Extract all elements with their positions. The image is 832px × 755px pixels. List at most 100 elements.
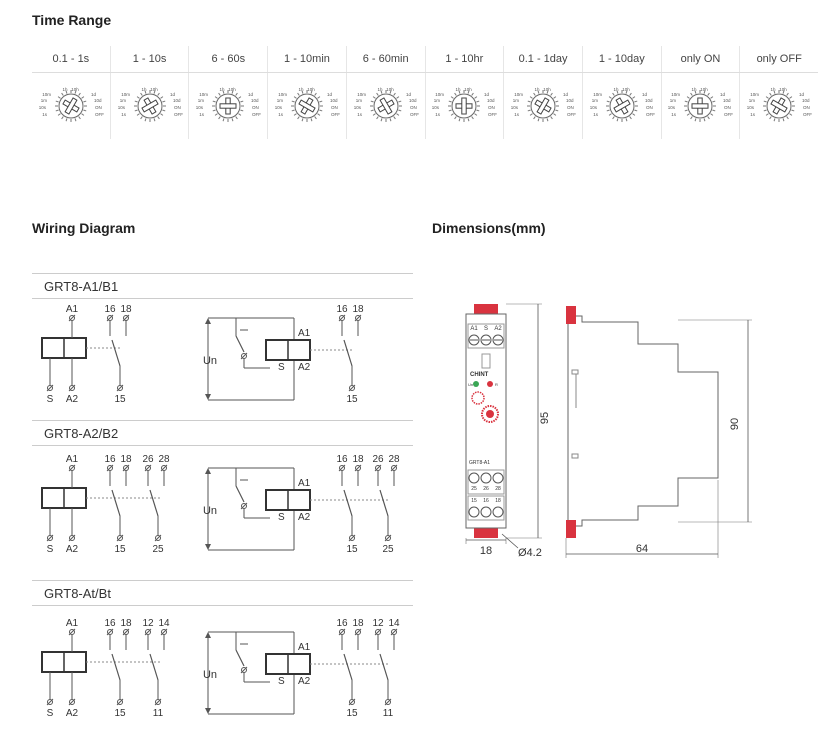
dial-tick [769, 116, 772, 120]
dial-tick [370, 100, 374, 103]
led-label-un: Un [468, 382, 473, 387]
dial-scale-label: OFF [410, 112, 419, 117]
dial-tick [314, 116, 317, 120]
dial-tick [235, 116, 239, 120]
terminal-label-top: A2 [494, 326, 502, 332]
dial-tick [218, 92, 222, 96]
dial-tick [533, 116, 536, 120]
contact-blade [379, 653, 389, 681]
contact-blade [379, 489, 389, 517]
dial-scale-label: 1d [484, 92, 490, 97]
dial-tick [136, 96, 140, 99]
dial-slot-v [536, 97, 550, 115]
coil-label-s: S [278, 676, 285, 687]
dial-tick [317, 96, 321, 99]
dial-scale-label: 10m [278, 92, 287, 97]
terminal-block-top [467, 323, 505, 349]
dial-tick [537, 118, 540, 122]
contact-label-nc: 16 [336, 454, 348, 465]
time-range-label: 0.1 - 1day [504, 46, 583, 72]
dial-scale-label: OFF [252, 112, 261, 117]
switch-blade [235, 649, 245, 667]
dial-tick [555, 109, 559, 112]
dial-tick [476, 109, 480, 112]
terminal-circle [155, 699, 161, 705]
time-range-label: 1 - 10day [583, 46, 662, 72]
dial-tick [458, 90, 461, 94]
terminal-circle [123, 629, 129, 635]
contact-label-nc: 12 [142, 618, 154, 629]
dial-tick [161, 109, 165, 112]
dial-scale-label: 1s [121, 112, 127, 117]
time-range-label: 1 - 10s [111, 46, 190, 72]
dial-slot-v [298, 99, 316, 113]
model-label-1: GRT8-A1/B1 [32, 273, 413, 299]
brand-label: CHINT [470, 372, 489, 378]
dial-scale-label: ON [252, 105, 259, 110]
dial-tick [474, 113, 478, 116]
dial-tick [156, 92, 160, 96]
dial-tick [314, 92, 317, 96]
terminal-circle [69, 385, 75, 391]
dial-tick [606, 109, 610, 112]
terminal-circle [355, 315, 361, 321]
supply-label: Un [203, 505, 217, 517]
dial-scale-label: 10h [465, 87, 473, 92]
supply-label: Un [203, 669, 217, 681]
contact-blade [111, 339, 121, 367]
dial-slot [613, 97, 631, 115]
dial-tick [212, 100, 217, 103]
contact-label-com: 25 [152, 544, 164, 555]
dial-scale-label: 1d [799, 92, 805, 97]
dial-tick [375, 116, 379, 120]
dial-scale-label: 1m [119, 98, 126, 103]
dial-tick [297, 92, 300, 96]
dial-tick [710, 113, 714, 116]
dial-slot [62, 97, 80, 115]
dial-scale-label: ON [95, 105, 102, 110]
dial-tick [471, 116, 475, 120]
supply-label: Un [203, 355, 217, 367]
dial-tick [537, 90, 540, 94]
dial-scale-label: 1s [672, 112, 678, 117]
dial-tick [685, 100, 689, 103]
dial-tick [134, 109, 138, 112]
dial-scale-label: 10m [750, 92, 759, 97]
dial-tick [467, 90, 470, 94]
coil-label-a2: A2 [298, 512, 311, 523]
dial-scale-label: 10d [802, 98, 810, 103]
dial-scale-label: 1d [563, 92, 569, 97]
dial-tick [712, 100, 716, 103]
dial-tick [458, 118, 461, 122]
dial-tick [83, 100, 87, 103]
terminal-circle [339, 629, 345, 635]
dial-scale-label: 1h [377, 87, 383, 92]
screw-icon [480, 506, 492, 518]
coil-label-s: S [47, 708, 54, 719]
terminal-circle [349, 535, 355, 541]
terminal-circle [391, 465, 397, 471]
dial-tick [392, 116, 396, 120]
dial-tick [448, 100, 453, 103]
terminal-circle [339, 465, 345, 471]
time-range-label: 6 - 60s [189, 46, 269, 72]
dial-scale-label: 1s [199, 112, 205, 117]
dial-scale-label: 1d [642, 92, 648, 97]
dial-tick [625, 118, 628, 122]
dial-scale-label: ON [174, 105, 181, 110]
dial-scale-label: ON [724, 105, 731, 110]
contact-label-com: 15 [346, 708, 358, 719]
dial-tick [65, 90, 68, 94]
contact-blade [149, 653, 159, 681]
contact-label-no: 28 [158, 454, 170, 465]
dial-tick [319, 100, 323, 103]
dial-slot-v [64, 97, 78, 115]
dial-scale-label: 10h [543, 87, 551, 92]
dial-tick [291, 100, 295, 103]
dial-scale-label: OFF [174, 112, 183, 117]
contact-label-no: 18 [352, 618, 364, 629]
